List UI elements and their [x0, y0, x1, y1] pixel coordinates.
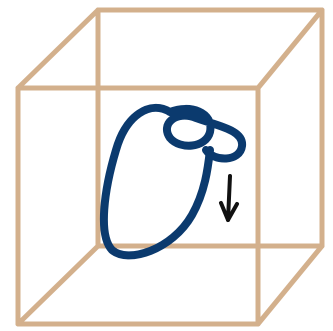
cube-edge-top-right: [258, 10, 322, 88]
down-arrow-icon: [221, 176, 237, 220]
cube-edge-bottom-right: [258, 246, 322, 324]
wireframe-cube: [18, 10, 322, 324]
knot-upper-twist: [167, 109, 242, 159]
cube-edge-top-left: [18, 10, 98, 88]
knot-outer-loop: [104, 108, 210, 255]
cube-edge-bottom-left: [18, 246, 98, 324]
knot-loop: [104, 108, 242, 255]
